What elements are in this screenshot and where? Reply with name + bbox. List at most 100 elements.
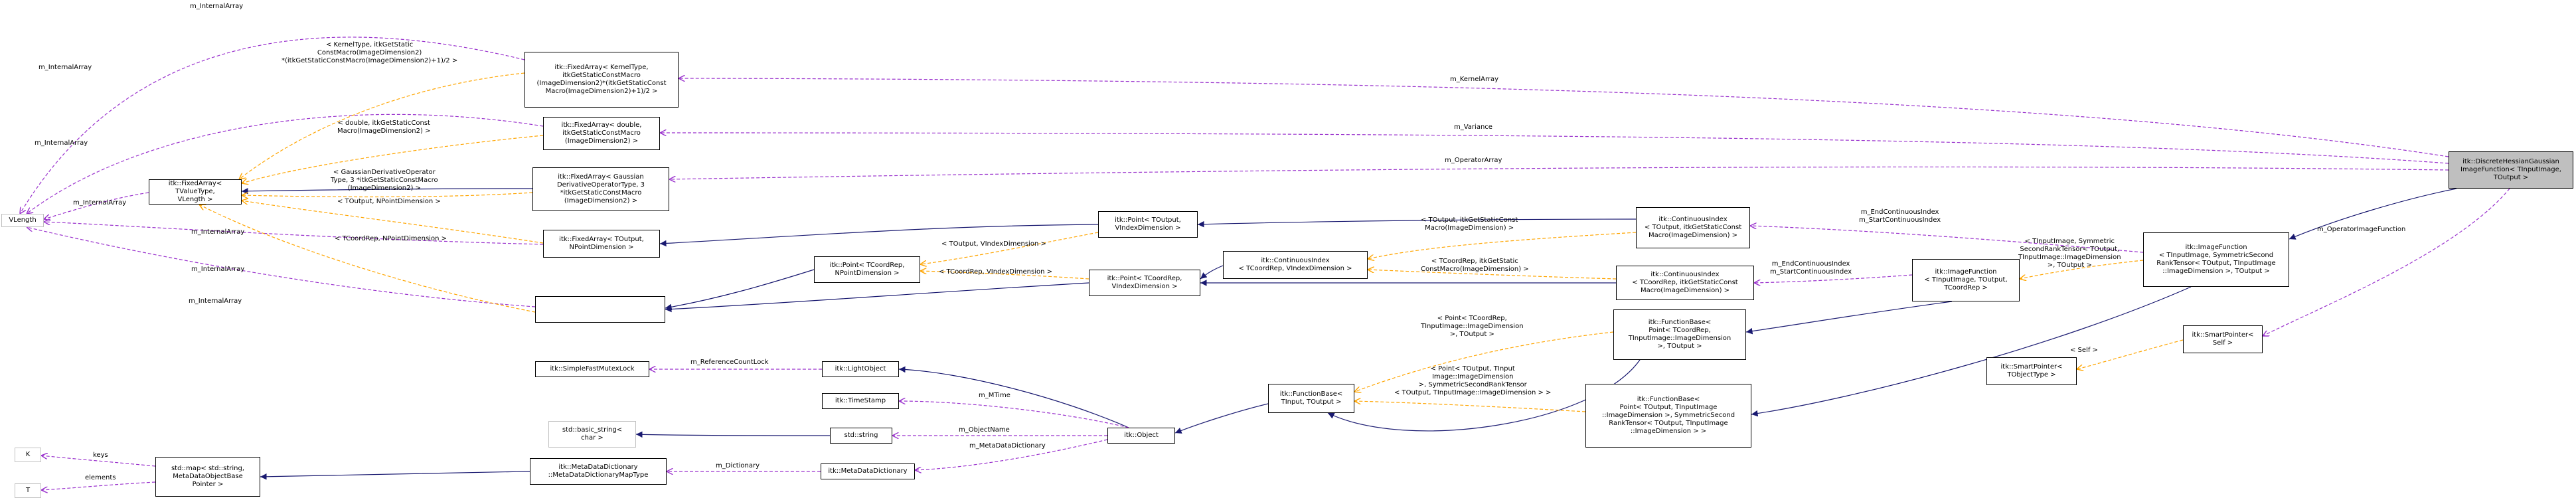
node-metadatadictionarymaptype[interactable]: itk::MetaDataDictionary ::MetaDataDictio… (530, 458, 667, 485)
edge-use-internalarray-1 (20, 37, 525, 214)
edge-use-internalarray-3 (44, 192, 149, 219)
edge-use-internalarray-2 (27, 114, 544, 214)
edge-use-metadatadictionary (915, 439, 1108, 470)
edge-tpl-imagefunction-sym (2020, 260, 2144, 279)
label-m-internalarray-2: m_InternalArray (39, 64, 92, 71)
edge-tpl-self (2077, 339, 2184, 369)
label-m-internalarray-6: m_InternalArray (191, 266, 245, 273)
edge-use-mtime (899, 401, 1129, 428)
edge-inherit-fa-tvalue-gauss (241, 188, 533, 195)
edge-tpl-cindex-tcoord (1368, 270, 1617, 280)
label-m-end-start: m_EndContinuousIndex m_StartContinuousIn… (1859, 209, 1941, 224)
edge-tpl-double (242, 135, 544, 183)
node-smartpointer-self[interactable]: itk::SmartPointer< Self > (2183, 325, 2263, 353)
node-lightobject[interactable]: itk::LightObject (822, 361, 899, 377)
node-timestamp[interactable]: itk::TimeStamp (822, 393, 899, 409)
label-template-functionbase-point: < Point< TCoordRep, TInputImage::ImageDi… (1421, 315, 1524, 338)
edge-use-internalarray-4 (44, 222, 544, 245)
node-metadatadictionary[interactable]: itk::MetaDataDictionary (821, 463, 915, 479)
edge-tpl-toutput-np (242, 201, 544, 244)
edge-inherit-point-tcoord-np-fa (665, 269, 815, 311)
node-fixedarray-kerneltype[interactable]: itk::FixedArray< KernelType, itkGetStati… (524, 52, 679, 108)
label-m-operatorimagefunction: m_OperatorImageFunction (2317, 226, 2406, 233)
label-template-imagefunction-symmetric: < TInputImage, Symmetric SecondRankTenso… (2018, 238, 2121, 269)
edge-inherit-point-toutput-fa (659, 224, 1099, 247)
node-t[interactable]: T (15, 483, 41, 498)
label-m-internalarray-5: m_InternalArray (191, 228, 245, 236)
edge-inherit-imagefunction-functionbase-sym (1751, 286, 2192, 417)
node-imagefunction-tcoordrep[interactable]: itk::ImageFunction < TInputImage, TOutpu… (1912, 259, 2020, 301)
edge-use-kernelarray (679, 78, 2449, 157)
node-continuousindex-tcoordrep[interactable]: itk::ContinuousIndex < TCoordRep, itkGet… (1616, 266, 1754, 300)
node-std-map[interactable]: std::map< std::string, MetaDataObjectBas… (155, 457, 260, 497)
edge-use-variance (660, 133, 2449, 164)
edge-inherit-object-lightobject (898, 366, 1129, 428)
label-template-toutput-vindex: < TOutput, VIndexDimension > (941, 240, 1046, 248)
node-imagefunction-symmetric[interactable]: itk::ImageFunction < TInputImage, Symmet… (2143, 232, 2289, 287)
label-m-operatorarray: m_OperatorArray (1445, 157, 1502, 164)
node-string[interactable]: std::string (830, 428, 892, 444)
edge-inherit-cindex-point (1200, 265, 1224, 280)
node-fixedarray-gaussian[interactable]: itk::FixedArray< Gaussian DerivativeOper… (532, 167, 669, 211)
label-m-internalarray-7: m_InternalArray (189, 297, 242, 305)
node-discretehessiangaussianimagefunction[interactable]: itk::DiscreteHessianGaussian ImageFuncti… (2449, 151, 2573, 189)
label-m-internalarray-3: m_InternalArray (35, 139, 88, 147)
node-smartpointer-tobjecttype[interactable]: itk::SmartPointer< TObjectType > (1986, 357, 2077, 385)
node-fixedarray-tvaluetype[interactable]: itk::FixedArray< TValueType, VLength > (149, 179, 242, 205)
node-point-tcoordrep-npoint[interactable]: itk::Point< TCoordRep, NPointDimension > (814, 256, 920, 283)
label-template-cindex-tcoordrep: < TCoordRep, itkGetStatic ConstMacro(Ima… (1421, 258, 1529, 273)
edge-tpl-point-tcoord-vi (920, 271, 1089, 280)
label-template-self: < Self > (2070, 347, 2098, 354)
label-keys: keys (93, 452, 108, 459)
label-m-variance: m_Variance (1454, 124, 1492, 131)
edge-use-elements (41, 481, 156, 490)
edge-use-internalarray-5 (27, 227, 536, 307)
edge-tpl-functionbase-sym (1354, 401, 1586, 412)
node-basic-string[interactable]: std::basic_string< char > (548, 421, 636, 448)
edge-inherit-cindex-toutput-point (1197, 218, 1637, 228)
label-m-objectname: m_ObjectName (959, 426, 1010, 434)
node-continuousindex-toutput[interactable]: itk::ContinuousIndex < TOutput, itkGetSt… (1636, 207, 1750, 248)
label-m-internalarray-1: m_InternalArray (190, 3, 244, 10)
edge-use-end-start-2 (1754, 274, 1913, 283)
node-object[interactable]: itk::Object (1107, 428, 1175, 444)
node-fixedarray-double[interactable]: itk::FixedArray< double, itkGetStaticCon… (543, 117, 660, 150)
edge-inherit-discrete-imagefunction (2289, 188, 2457, 240)
edge-tpl-gaussian (242, 193, 533, 197)
label-template-cindex-toutput: < TOutput, itkGetStaticConst Macro(Image… (1421, 216, 1518, 232)
edge-use-operatorarray (669, 166, 2449, 179)
node-functionbase[interactable]: itk::FunctionBase< TInput, TOutput > (1268, 384, 1354, 413)
node-fixedarray-toutput[interactable]: itk::FixedArray< TOutput, NPointDimensio… (543, 230, 660, 258)
edge-tpl-functionbase-point (1354, 331, 1614, 392)
node-functionbase-point[interactable]: itk::FunctionBase< Point< TCoordRep, TIn… (1613, 309, 1746, 360)
label-m-dictionary: m_Dictionary (716, 462, 760, 469)
edge-use-keys (41, 456, 156, 467)
edge-tpl-point-toutput-vi (920, 232, 1099, 264)
edge-inherit-functionbase-object (1174, 403, 1269, 434)
label-template-gaussian: < GaussianDerivativeOperator Type, 3 *it… (331, 169, 438, 192)
node-simplefastmutexlock[interactable]: itk::SimpleFastMutexLock (535, 361, 649, 377)
label-m-kernelarray: m_KernelArray (1450, 76, 1499, 83)
edge-inherit-imagefunction-tcoord-functionbase-point (1745, 301, 1953, 335)
label-template-functionbase-symmetric: < Point< TOutput, TInput Image::ImageDim… (1394, 365, 1552, 396)
node-fixedarray-tcoordrep[interactable] (535, 296, 665, 323)
edge-inherit-mdd-map (260, 471, 530, 480)
label-elements: elements (85, 474, 116, 481)
edge-use-operatorimagefunction (2263, 188, 2510, 336)
node-point-tcoordrep-vindex[interactable]: itk::Point< TCoordRep, VIndexDimension > (1089, 270, 1200, 296)
label-template-tcoordrep-vindex: < TCoordRep, VIndexDimension > (939, 268, 1053, 276)
node-vlength[interactable]: VLength (1, 214, 44, 227)
edge-tpl-cindex-toutput (1368, 232, 1637, 259)
node-continuousindex[interactable]: itk::ContinuousIndex < TCoordRep, VIndex… (1223, 251, 1368, 279)
label-m-end-start-2: m_EndContinuousIndex m_StartContinuousIn… (1770, 260, 1852, 276)
edge-tpl-tcoord-np (199, 205, 536, 313)
node-k[interactable]: K (15, 448, 41, 462)
label-m-mtime: m_MTime (979, 392, 1010, 399)
label-template-tcoordrep-npoint: < TCoordRep, NPointDimension > (335, 235, 447, 242)
node-point-toutput-vindex[interactable]: itk::Point< TOutput, VIndexDimension > (1098, 211, 1198, 238)
label-m-referencecountlock: m_ReferenceCountLock (690, 359, 769, 366)
node-functionbase-symmetric[interactable]: itk::FunctionBase< Point< TOutput, TInpu… (1585, 384, 1751, 448)
label-m-internalarray-4: m_InternalArray (73, 199, 127, 207)
label-m-metadatadictionary: m_MetaDataDictionary (969, 442, 1046, 450)
